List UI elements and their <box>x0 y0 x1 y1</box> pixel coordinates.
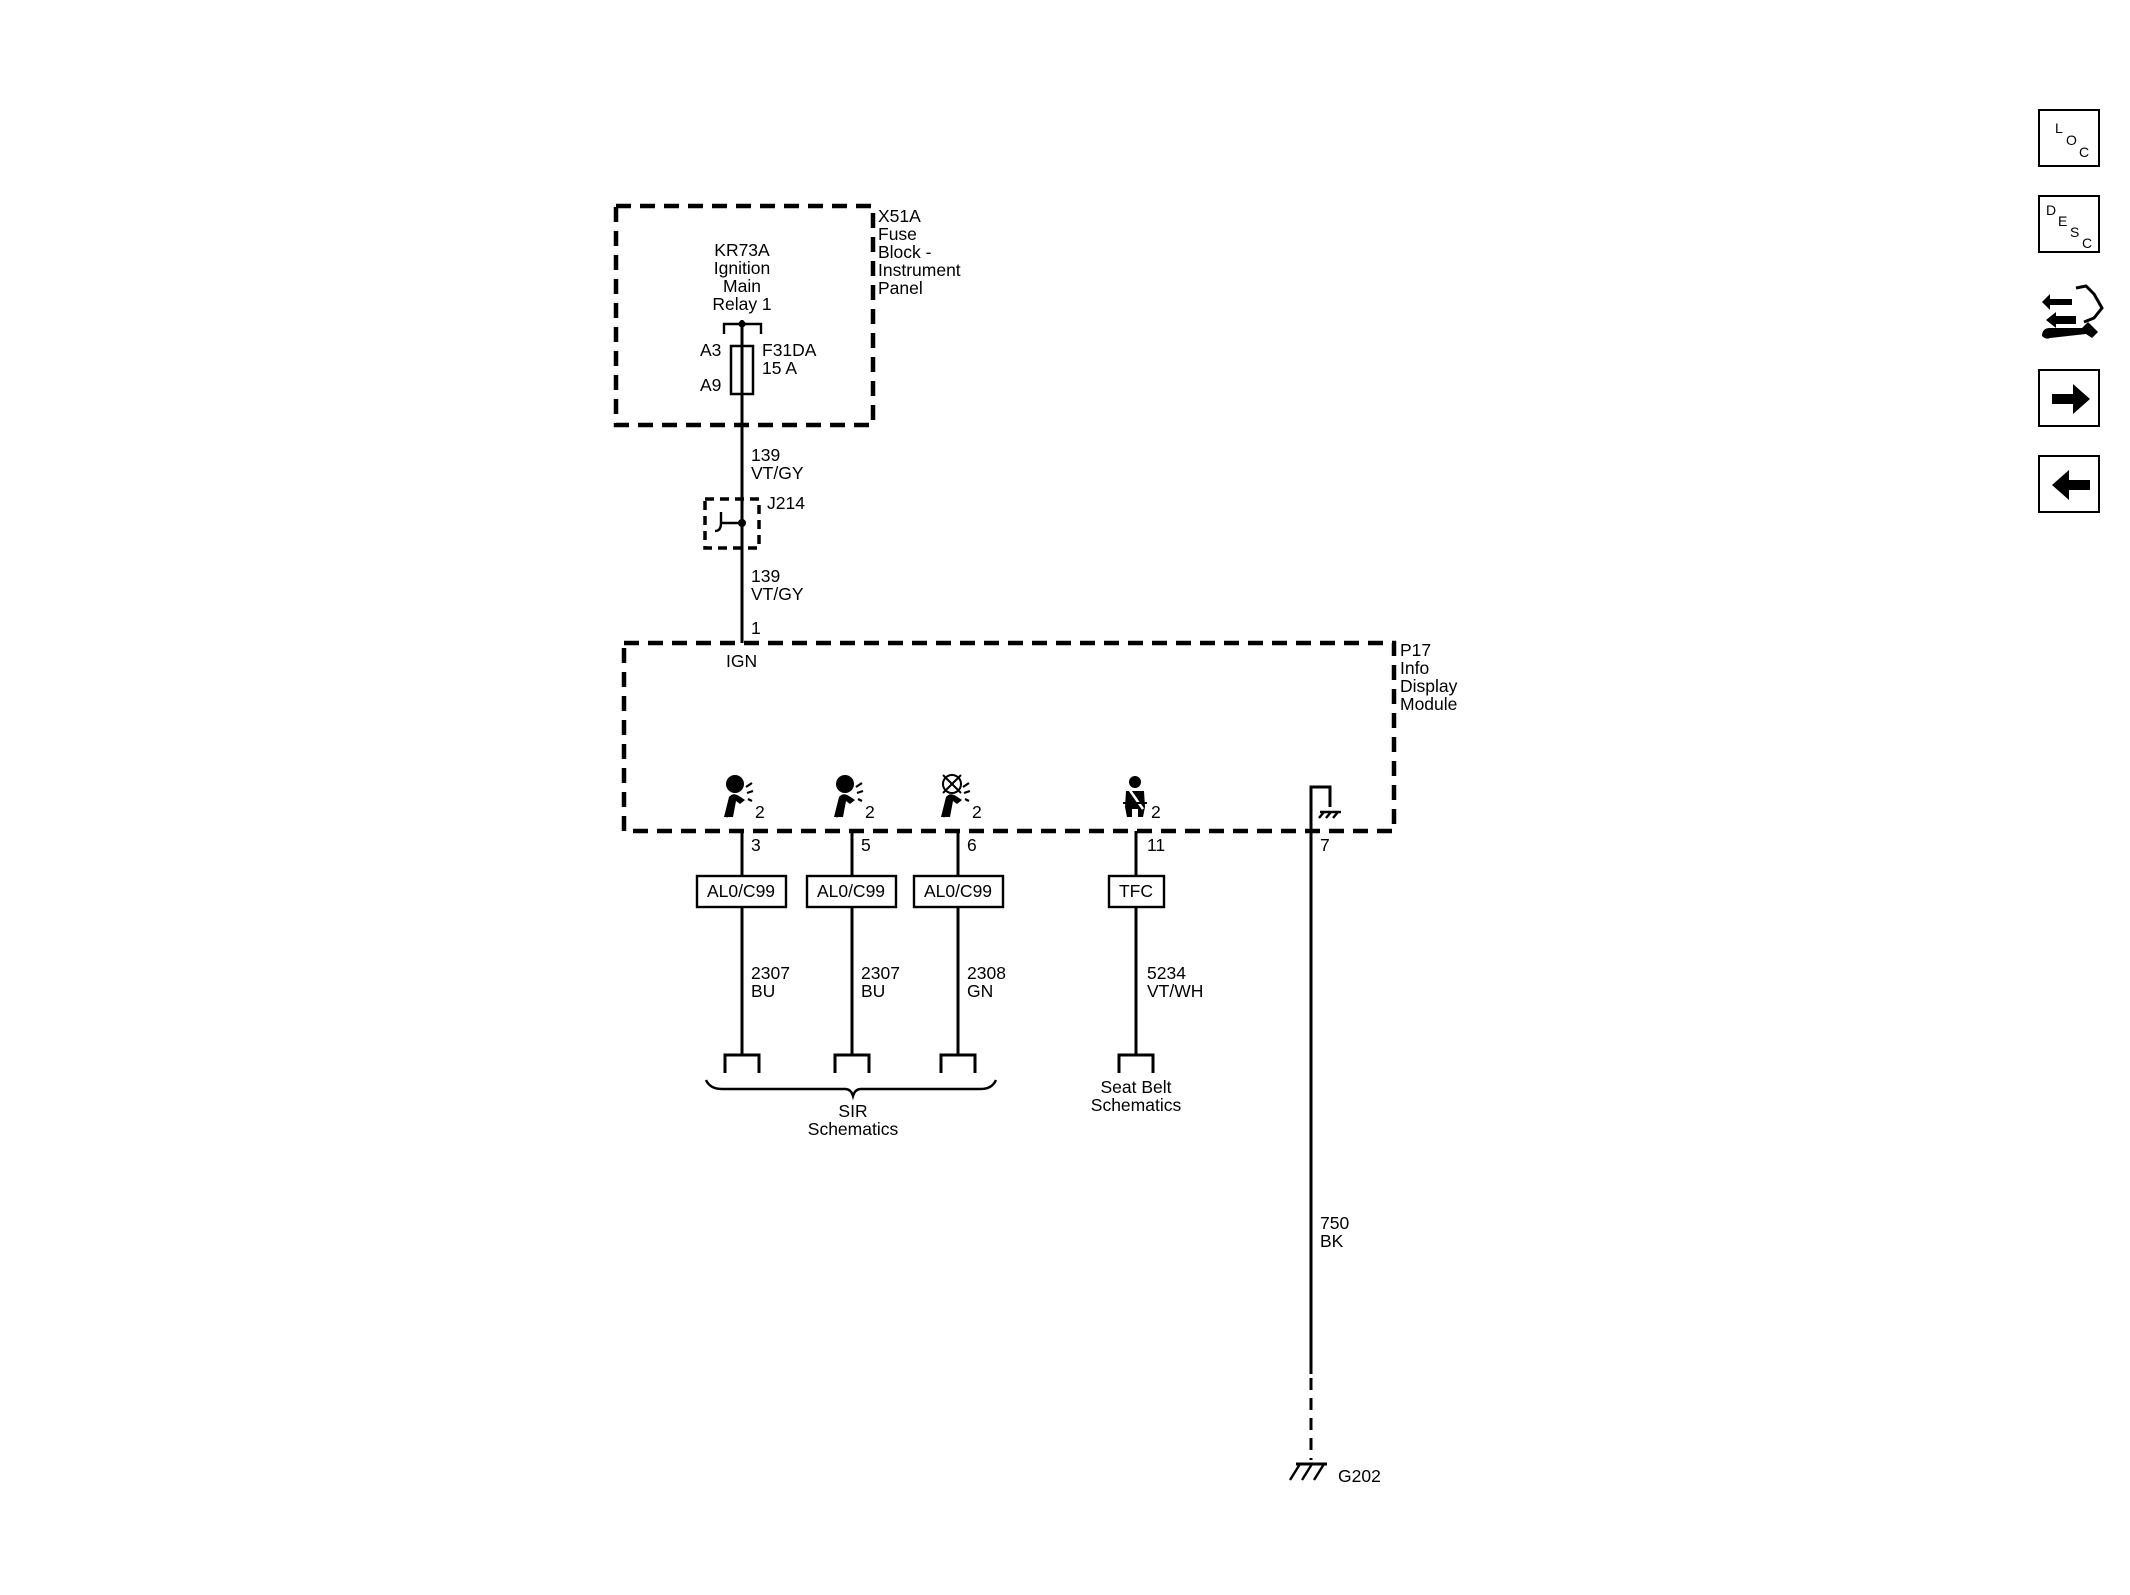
pin-11-label: 11 <box>1147 835 1165 855</box>
fuse-block-name-1: Fuse <box>878 224 917 244</box>
color-gn: GN <box>967 981 993 1001</box>
pin-5-label: 5 <box>861 835 871 855</box>
circuit-2308: 2308 <box>967 963 1006 983</box>
fuse-block-name-3: Instrument <box>878 260 961 280</box>
pin-7-label: 7 <box>1320 835 1330 855</box>
arrow-left-icon <box>2052 470 2090 500</box>
pin-6-label: 6 <box>967 835 977 855</box>
passenger-airbag-sub: 2 <box>865 802 875 822</box>
module-ground-icon <box>1309 785 1341 831</box>
sir-ref-1: SIR <box>838 1101 867 1121</box>
seat-belt-circuit: 11 TFC 5234 VT/WH Seat Belt Schematics <box>1091 831 1203 1115</box>
ground-wire-circuit: 750 <box>1320 1213 1349 1233</box>
driver-airbag-icon: 2 <box>724 775 765 822</box>
fuse-pin-in: A3 <box>700 340 721 360</box>
fuse-block: X51A Fuse Block - Instrument Panel KR73A… <box>613 203 961 428</box>
option-box-pin-6 <box>912 874 1005 909</box>
module-id: P17 <box>1400 640 1431 660</box>
sir-ref-2: Schematics <box>808 1119 899 1139</box>
module-name-1: Info <box>1400 658 1429 678</box>
connector-repair-icon <box>2042 284 2104 339</box>
seat-belt-icon: 2 <box>1123 776 1161 822</box>
fuse-id: F31DA <box>762 340 817 360</box>
module-name-2: Display <box>1400 676 1458 696</box>
svg-text:E: E <box>2058 213 2067 229</box>
passenger-airbag-icon: 2 <box>834 775 875 822</box>
fuse-block-id: X51A <box>878 206 921 226</box>
description-icon: D E S C <box>2046 202 2092 251</box>
option-box-pin-3 <box>695 874 788 909</box>
module-ign-pin: 1 <box>751 618 761 638</box>
connector-end-pin-6 <box>939 1053 977 1073</box>
option-label-pin-3: AL0/C99 <box>707 881 775 901</box>
circuit-2307-b: 2307 <box>861 963 900 983</box>
ground-id: G202 <box>1338 1466 1381 1486</box>
next-button[interactable] <box>2038 369 2100 427</box>
passenger-airbag-off-sub: 2 <box>972 802 982 822</box>
chassis-ground-icon <box>1288 1462 1327 1481</box>
module-name-3: Module <box>1400 694 1457 714</box>
splice-id: J214 <box>767 493 805 513</box>
svg-text:D: D <box>2046 202 2056 218</box>
splice-j214: J214 <box>703 493 805 550</box>
option-label-pin-6: AL0/C99 <box>924 881 992 901</box>
module-ign-label: IGN <box>726 651 757 671</box>
connector-end-pin-11 <box>1117 1053 1155 1073</box>
wire-circuit-1: 139 <box>751 445 780 465</box>
circuit-5234: 5234 <box>1147 963 1186 983</box>
relay-label-2: Ignition <box>714 258 770 278</box>
module-outline <box>621 640 1397 834</box>
wire-color-2: VT/GY <box>751 584 804 604</box>
svg-text:L: L <box>2055 120 2063 136</box>
option-box-pin-5 <box>805 874 898 909</box>
seat-belt-ref-1: Seat Belt <box>1100 1077 1171 1097</box>
splice-outline <box>703 497 761 550</box>
sir-circuits: 3 AL0/C99 2307 BU 5 AL0/C99 2307 BU 6 AL… <box>695 831 1006 1139</box>
seat-belt-sub: 2 <box>1151 802 1161 822</box>
color-bu-a: BU <box>751 981 775 1001</box>
desc-button[interactable]: D E S C <box>2038 195 2100 253</box>
relay-label-1: KR73A <box>714 240 770 260</box>
relay-label-3: Main <box>723 276 761 296</box>
option-label-pin-5: AL0/C99 <box>817 881 885 901</box>
svg-text:S: S <box>2070 224 2079 240</box>
color-vt-wh: VT/WH <box>1147 981 1203 1001</box>
fuse-block-outline <box>613 203 876 428</box>
fuse-block-name-4: Panel <box>878 278 923 298</box>
driver-airbag-sub: 2 <box>755 802 765 822</box>
prev-button[interactable] <box>2038 455 2100 513</box>
circuit-2307-a: 2307 <box>751 963 790 983</box>
option-box-pin-11 <box>1107 874 1166 909</box>
option-label-pin-11: TFC <box>1119 881 1153 901</box>
sir-brace <box>704 1079 998 1101</box>
pin-3-label: 3 <box>751 835 761 855</box>
color-bu-b: BU <box>861 981 885 1001</box>
relay-contact-symbol <box>722 320 763 346</box>
passenger-airbag-off-icon: 2 <box>941 774 982 822</box>
fuse-block-name-2: Block - <box>878 242 932 262</box>
wire-circuit-2: 139 <box>751 566 780 586</box>
fuse-rating: 15 A <box>762 358 797 378</box>
connector-end-pin-5 <box>833 1053 871 1073</box>
relay-label-4: Relay 1 <box>712 294 771 314</box>
info-display-module: IGN P17 Info Display Module 2 2 2 <box>621 640 1458 834</box>
svg-text:C: C <box>2082 235 2092 251</box>
location-icon: L O C <box>2055 120 2089 160</box>
connector-end-pin-3 <box>723 1053 761 1073</box>
ground-circuit: 7 750 BK G202 <box>1288 831 1381 1486</box>
svg-text:C: C <box>2079 144 2089 160</box>
fuse-pin-out: A9 <box>700 375 721 395</box>
connector-repair-button[interactable] <box>2036 278 2106 346</box>
arrow-right-icon <box>2052 384 2090 414</box>
wire-color-1: VT/GY <box>751 463 804 483</box>
loc-button[interactable]: L O C <box>2038 109 2100 167</box>
ground-wire-color: BK <box>1320 1231 1344 1251</box>
svg-text:O: O <box>2066 132 2077 148</box>
seat-belt-ref-2: Schematics <box>1091 1095 1182 1115</box>
